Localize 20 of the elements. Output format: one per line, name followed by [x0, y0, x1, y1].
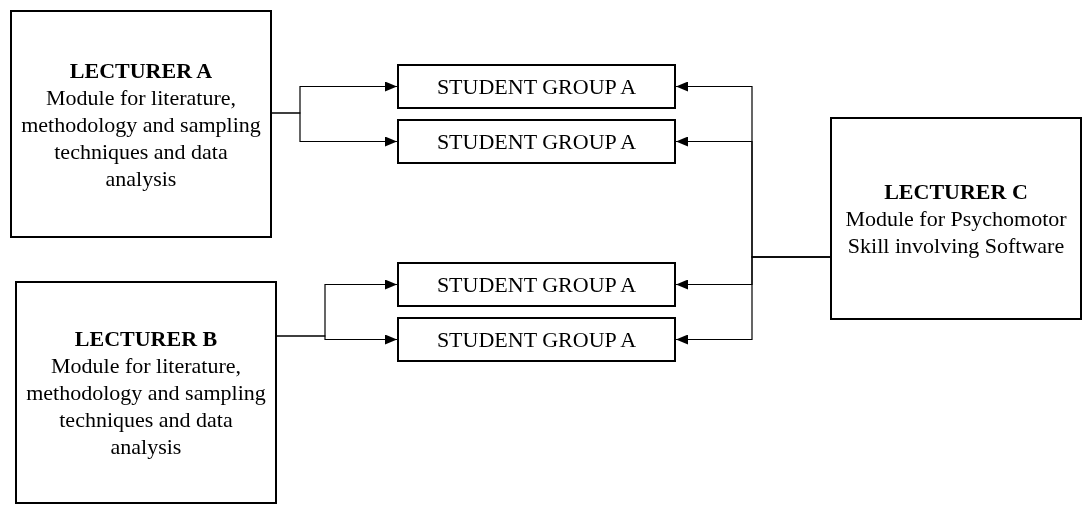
connector-arrow	[276, 334, 398, 345]
module-description: STUDENT GROUP A	[436, 73, 637, 100]
module-description: Module for literature, methodology and sampling techniques and data analysis	[25, 352, 267, 460]
student-group-box	[397, 317, 676, 362]
lecturer-title: LECTURER A	[69, 56, 213, 84]
module-description: Module for Psychomotor Skill involving Software	[844, 205, 1068, 259]
module-description: STUDENT GROUP A	[436, 326, 637, 353]
lecturer-title: LECTURER B	[74, 325, 218, 352]
lecturer-box	[10, 10, 272, 238]
module-description: Module for literature, methodology and sampling techniques and data analysis	[20, 83, 262, 192]
connector-arrow	[675, 256, 831, 345]
student-group-box	[397, 262, 676, 307]
connector-arrow	[271, 112, 398, 147]
student-group-box	[397, 64, 676, 109]
student-group-box	[397, 119, 676, 164]
lecturer-box	[830, 117, 1082, 320]
module-description: STUDENT GROUP A	[436, 128, 637, 155]
module-description: STUDENT GROUP A	[436, 271, 637, 298]
lecturer-box	[15, 281, 277, 504]
lecturer-title: LECTURER C	[884, 178, 1028, 205]
